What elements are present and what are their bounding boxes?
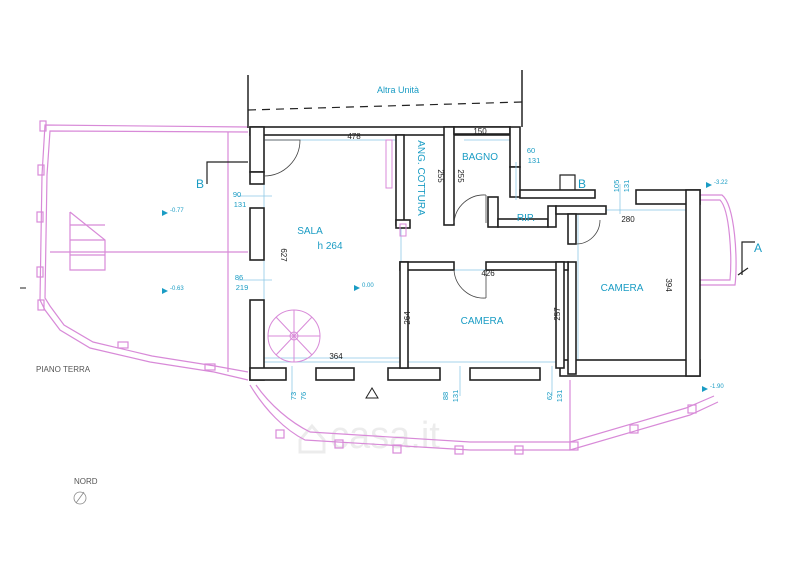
svg-text:-0.63: -0.63 (170, 286, 184, 292)
neighbor-boundary (247, 70, 523, 128)
opening-131-c: 131 (622, 180, 631, 193)
opening-219: 219 (236, 283, 249, 292)
opening-131-a: 131 (234, 200, 247, 209)
dim-264: 264 (403, 311, 412, 325)
svg-text:-0.77: -0.77 (170, 208, 184, 214)
dim-255-kitchen: 255 (436, 169, 445, 183)
dim-478: 478 (347, 132, 361, 141)
level-marker-077: -0.77 (162, 208, 184, 216)
entrance-marker (365, 387, 379, 399)
opening-88: 88 (441, 392, 450, 400)
window-markers (238, 162, 621, 396)
dim-150: 150 (473, 127, 487, 136)
opening-76: 76 (299, 392, 308, 400)
dim-394: 394 (664, 278, 673, 292)
door-swings (263, 139, 601, 299)
room-camera-right-label: CAMERA (601, 283, 644, 294)
svg-text:-1.90: -1.90 (710, 384, 724, 390)
floor-name: PIANO TERRA (36, 365, 91, 374)
section-a-label: A (754, 241, 762, 255)
section-b-right-label: B (578, 177, 586, 191)
north-arrow-icon (73, 491, 87, 505)
spiral-staircase (267, 309, 321, 363)
dim-364: 364 (329, 352, 343, 361)
opening-131-b: 131 (528, 156, 541, 165)
opening-86: 86 (235, 273, 243, 282)
bottom-terrace-outline (249, 380, 719, 455)
svg-text:0.00: 0.00 (362, 283, 374, 289)
opening-105: 105 (612, 180, 621, 193)
watermark: casa.it (298, 415, 440, 457)
right-terrace-outline (696, 194, 737, 286)
left-terrace-outline (36, 120, 249, 381)
watermark-text: casa.it (330, 415, 440, 457)
interior-guides (263, 139, 689, 366)
walls (249, 126, 701, 381)
level-marker-322: -3.22 (706, 180, 728, 188)
opening-90: 90 (233, 190, 241, 199)
misc-fixtures (385, 139, 407, 237)
neighbor-unit-label: Altra Unità (377, 85, 419, 95)
opening-73: 73 (289, 392, 298, 400)
north-label: NORD (74, 477, 98, 486)
level-marker-000: 0.00 (354, 283, 374, 291)
room-bagno-label: BAGNO (462, 152, 498, 163)
section-b-left-label: B (196, 177, 204, 191)
opening-62: 62 (545, 392, 554, 400)
opening-131-d: 131 (451, 390, 460, 403)
svg-text:-3.22: -3.22 (714, 180, 728, 186)
section-markers (206, 161, 755, 276)
opening-60: 60 (527, 146, 535, 155)
room-ang-cottura-label: ANG. COTTURA (415, 140, 426, 216)
room-sala-height: h 264 (317, 241, 342, 252)
level-marker-063: -0.63 (162, 286, 184, 294)
dim-255-bath: 255 (456, 169, 465, 183)
dim-627: 627 (279, 248, 288, 262)
level-marker-190: -1.90 (702, 384, 724, 392)
dim-426: 426 (481, 269, 495, 278)
opening-131-e: 131 (555, 390, 564, 403)
dim-257: 257 (553, 307, 562, 321)
dim-280: 280 (621, 215, 635, 224)
room-sala-label: SALA (297, 226, 323, 237)
level-markers: -0.77 -0.63 0.00 -3.22 -1.90 (162, 180, 728, 392)
room-rip-label: RIP. (517, 213, 535, 224)
room-camera-left-label: CAMERA (461, 316, 504, 327)
